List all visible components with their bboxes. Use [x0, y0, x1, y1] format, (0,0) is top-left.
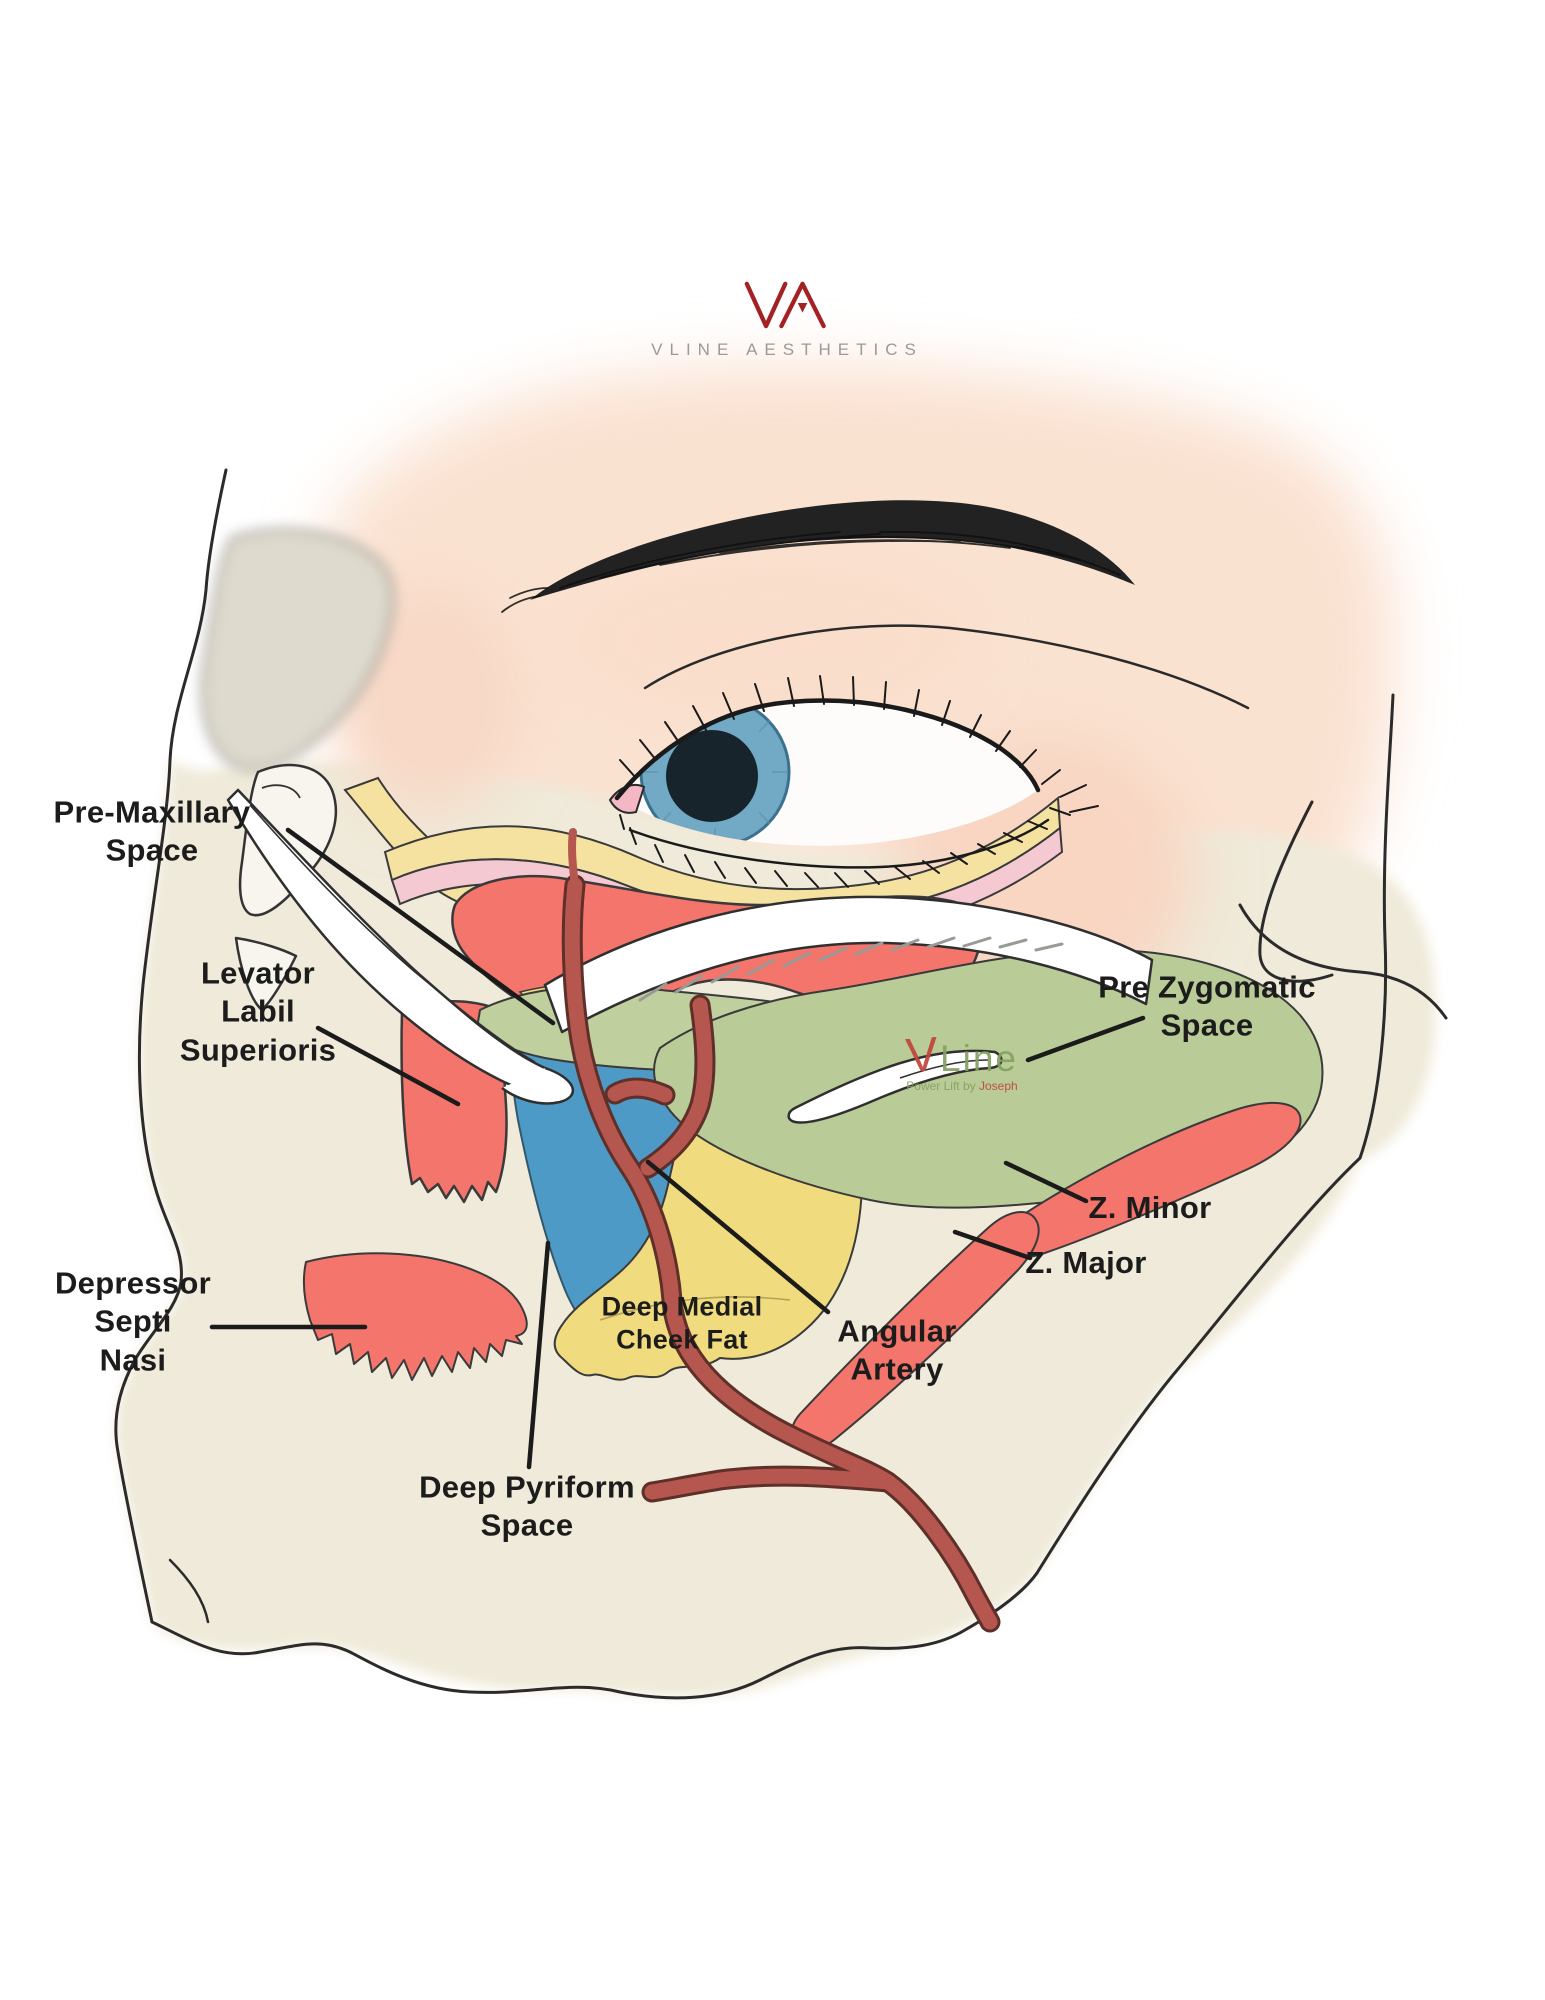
- retractor-loop-fork: [501, 1066, 574, 1105]
- pupil: [666, 730, 758, 822]
- retractor-loop-small: [787, 1049, 1003, 1124]
- label-depressor-septi-nasi: Depressor Septi Nasi: [54, 1265, 212, 1378]
- watermark-line-text: Line: [940, 1038, 1018, 1080]
- watermark-v-icon: V: [904, 1027, 940, 1084]
- ligament-band: [543, 895, 1154, 1034]
- leader-lines: [209, 827, 1146, 1470]
- leader-pre-maxillary: [285, 827, 556, 1026]
- vla-logo-icon: [744, 281, 826, 329]
- leader-levator: [315, 1025, 461, 1107]
- label-z-minor: Z. Minor: [1088, 1189, 1212, 1225]
- brand-name: VLINE AESTHETICS: [651, 340, 923, 359]
- leader-z-major: [952, 1229, 1033, 1261]
- face-outline: [114, 468, 1448, 1700]
- label-deep-pyriform-space: Deep Pyriform Space: [419, 1469, 635, 1543]
- brand-logo: VLINE AESTHETICS: [651, 278, 923, 360]
- nose-sidewall-shade: [201, 528, 394, 770]
- upper-lashes: [619, 675, 1099, 813]
- eyelid-crease: [643, 624, 1250, 710]
- depressor-septi-nasi-muscle: [302, 1252, 528, 1381]
- label-pre-zygomatic-space: Pre Zygomatic Space: [1098, 969, 1316, 1043]
- label-deep-medial-cheek-fat: Deep Medial Cheek Fat: [601, 1291, 763, 1355]
- caruncle: [608, 783, 646, 814]
- eyebrow: [501, 500, 1135, 613]
- lower-lid-line: [628, 818, 1050, 869]
- nose-skin-flap: [234, 763, 338, 1012]
- label-pre-maxillary-space: Pre-Maxillary Space: [53, 794, 251, 868]
- label-angular-artery: Angular Artery: [837, 1313, 957, 1387]
- leader-pre-zygomatic: [1025, 1015, 1146, 1063]
- cheek-fat-inner-line: [599, 1296, 791, 1321]
- angular-artery-vessel: [561, 828, 1001, 1633]
- label-levator-labil-superioris: Levator Labil Superioris: [179, 955, 337, 1068]
- leader-z-minor: [1003, 1160, 1089, 1204]
- vline-watermark: V Line Power Lift by Joseph: [904, 1027, 1018, 1094]
- leader-deep-pyriform: [526, 1240, 551, 1470]
- retractor-instruments: [226, 788, 1003, 1124]
- lower-lashes: [619, 807, 1071, 888]
- watermark-tagline: Power Lift by Joseph: [906, 1079, 1018, 1094]
- leader-angular-artery: [645, 1159, 831, 1315]
- label-z-major: Z. Major: [1025, 1244, 1147, 1280]
